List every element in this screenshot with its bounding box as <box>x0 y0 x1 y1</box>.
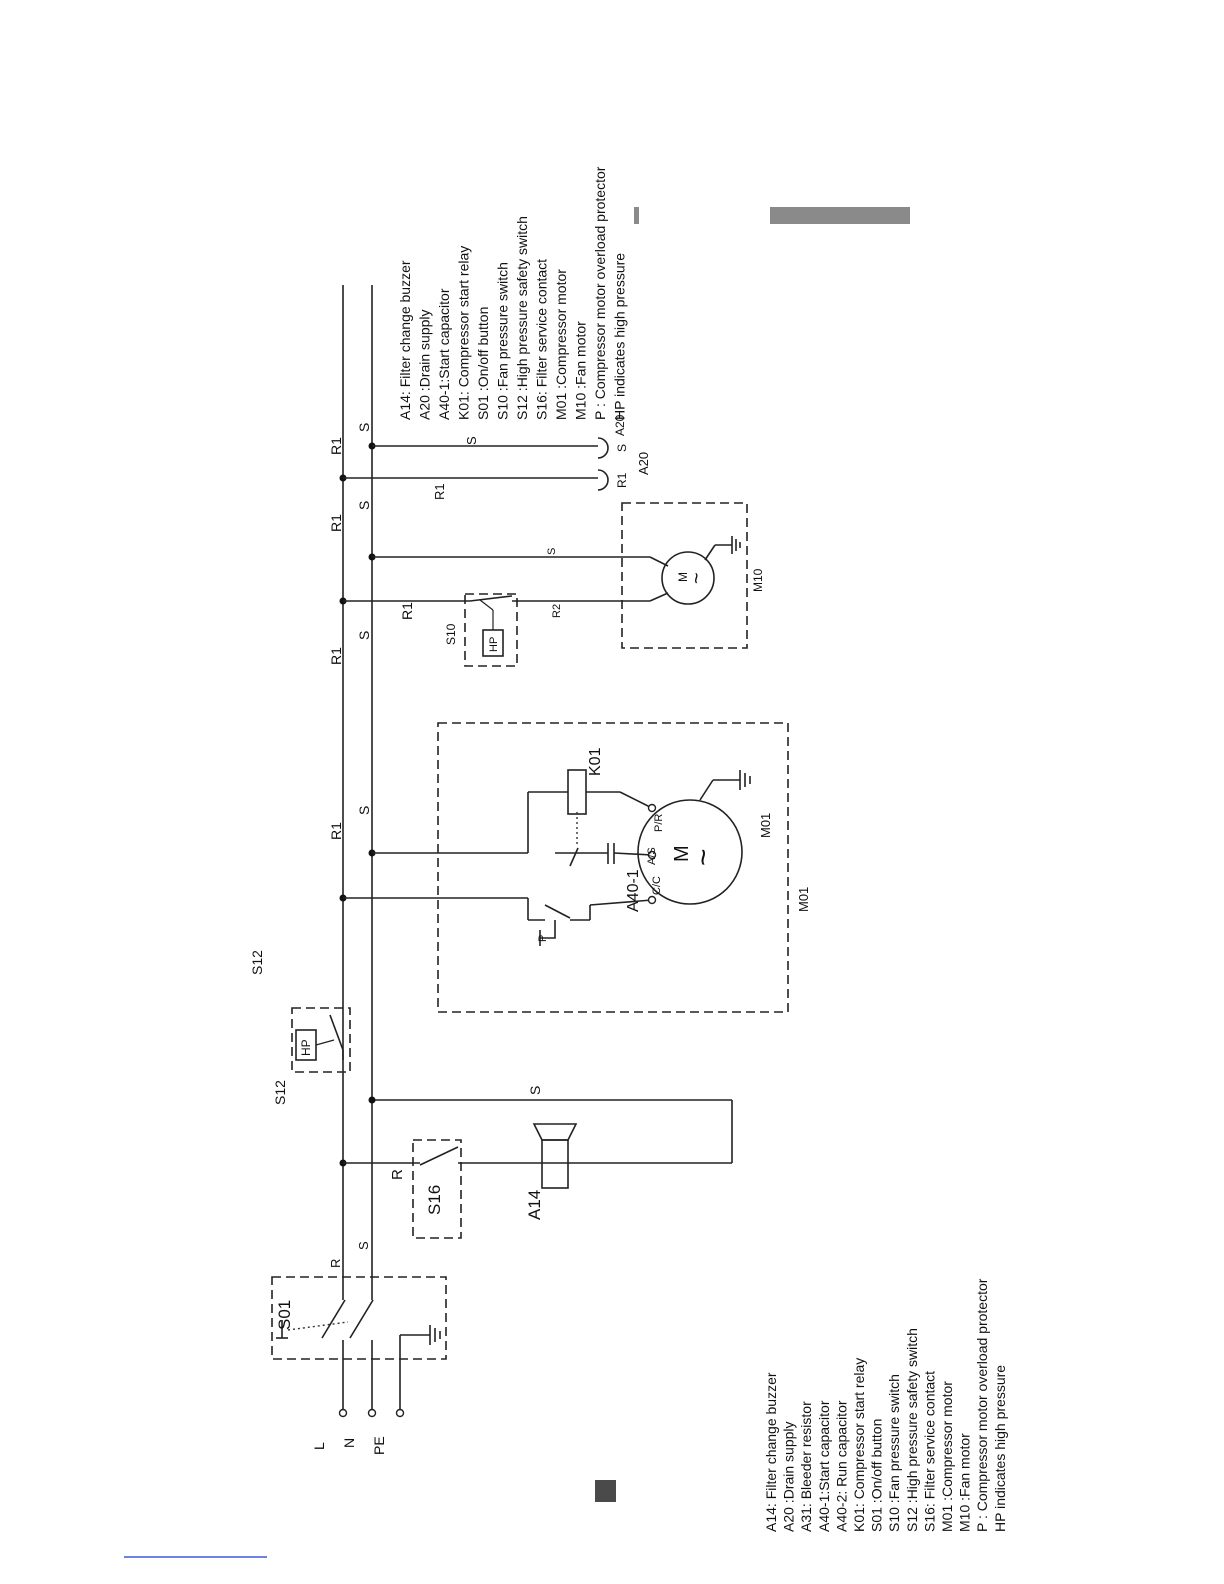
legend-item: S12 :High pressure safety switch <box>904 1328 920 1532</box>
legend-item: S16: Filter service contact <box>921 1371 937 1532</box>
s12-hp-label: HP <box>299 1039 313 1056</box>
legend-item: M01 :Compressor motor <box>553 269 569 420</box>
m01-terminal-cc: C/C <box>651 876 663 895</box>
legend-item: A20 :Drain supply <box>417 309 433 420</box>
s01-label: S01 <box>275 1300 294 1330</box>
legend-item: P : Compressor motor overload protector <box>974 1278 990 1532</box>
legend-item: HP indicates high pressure <box>992 1365 1008 1532</box>
legend-item: K01: Compressor start relay <box>456 246 472 420</box>
terminal-n-label: N <box>341 1438 357 1448</box>
legend-item: A14: Filter change buzzer <box>397 260 413 420</box>
k01-label: K01 <box>587 747 604 776</box>
legend-item: S12 :High pressure safety switch <box>514 216 530 420</box>
m10-label: M10 <box>751 568 765 592</box>
a20-terminal-r1: R1 <box>615 472 629 488</box>
dark-square <box>595 1480 616 1502</box>
legend-item: M10 :Fan motor <box>573 321 589 420</box>
m01-tilde-label: ~ <box>687 848 720 866</box>
m01-terminal-pr: P/R <box>653 814 665 832</box>
a14-wire-s-label: S <box>527 1086 543 1095</box>
a20-label-overlap: A20 <box>613 414 627 436</box>
bus-r1-label: R1 <box>328 822 344 840</box>
supply-buses <box>338 285 405 1418</box>
s12-switch <box>291 1007 351 1073</box>
legend-item: A31: Bleeder resistor <box>798 1401 814 1532</box>
p-overload-label: P <box>537 935 549 942</box>
s01-switch <box>271 1276 447 1360</box>
gray-tick <box>634 207 639 224</box>
bus-r1-label: R1 <box>328 437 344 455</box>
s12-label-lower: S12 <box>272 1080 288 1105</box>
a20-drain <box>339 437 609 491</box>
wire-s-label: S <box>356 1241 371 1250</box>
a14-label: A14 <box>525 1190 544 1220</box>
legend-item: S10 :Fan pressure switch <box>886 1374 902 1532</box>
bus-s-label: S <box>356 501 372 510</box>
legend-item: A40-1:Start capacitor <box>816 1400 832 1532</box>
m10-wire-s-label: S <box>546 548 558 555</box>
a20-terminal-s: S <box>615 444 629 452</box>
legend-item: S10 :Fan pressure switch <box>495 262 511 420</box>
m10-m-label: M <box>676 572 690 582</box>
a20-label: A20 <box>636 452 651 475</box>
legend-item: A14: Filter change buzzer <box>763 1372 779 1532</box>
bus-s-label: S <box>356 631 372 640</box>
bus-s-label: S <box>356 423 372 432</box>
s16-label: S16 <box>425 1185 444 1215</box>
s10-hp-label: HP <box>488 637 500 652</box>
m01-label-inner: M01 <box>758 813 773 838</box>
legend-item: P : Compressor motor overload protector <box>592 166 608 420</box>
m01-m-label: M <box>671 845 693 862</box>
legend-item: A40-1:Start capacitor <box>436 288 452 420</box>
legend-item: A40-2: Run capacitor <box>833 1400 849 1532</box>
legend-item: S01 :On/off button <box>475 307 491 420</box>
a20-wire-r1-label: R1 <box>432 483 447 500</box>
bus-r1-label: R1 <box>328 647 344 665</box>
s16-a14-branch <box>339 1096 733 1239</box>
gray-bar <box>770 207 910 224</box>
s10-wire-r1-label: R1 <box>399 602 415 620</box>
m10-tilde-label: ~ <box>686 572 708 584</box>
a40-1-label: A40-1 <box>625 869 642 912</box>
legend-item: S01 :On/off button <box>869 1419 885 1532</box>
legend-item: S16: Filter service contact <box>534 259 550 420</box>
legend-item: A20 :Drain supply <box>781 1421 797 1532</box>
legend-item: M01 :Compressor motor <box>939 1381 955 1532</box>
legend-item: K01: Compressor start relay <box>851 1358 867 1532</box>
a20-wire-s-label: S <box>464 436 479 445</box>
s10-wire-r2-label: R2 <box>551 604 563 618</box>
terminal-pe-label: PE <box>371 1436 387 1455</box>
s10-label: S10 <box>444 623 458 645</box>
s10-m10-fan <box>339 502 748 667</box>
wire-r-label: R <box>328 1259 343 1268</box>
legend-item: HP indicates high pressure <box>612 253 628 420</box>
s16-wire-r-label: R <box>389 1169 406 1180</box>
bus-r1-label: R1 <box>328 514 344 532</box>
m01-compressor <box>339 722 789 1013</box>
bus-s-label: S <box>356 806 372 815</box>
m01-label-outer: M01 <box>796 887 811 912</box>
terminal-l-label: L <box>311 1442 327 1450</box>
legend-item: M10 :Fan motor <box>957 1433 973 1532</box>
s12-label-upper: S12 <box>249 950 265 975</box>
m01-terminal-as: A/S <box>646 847 658 865</box>
